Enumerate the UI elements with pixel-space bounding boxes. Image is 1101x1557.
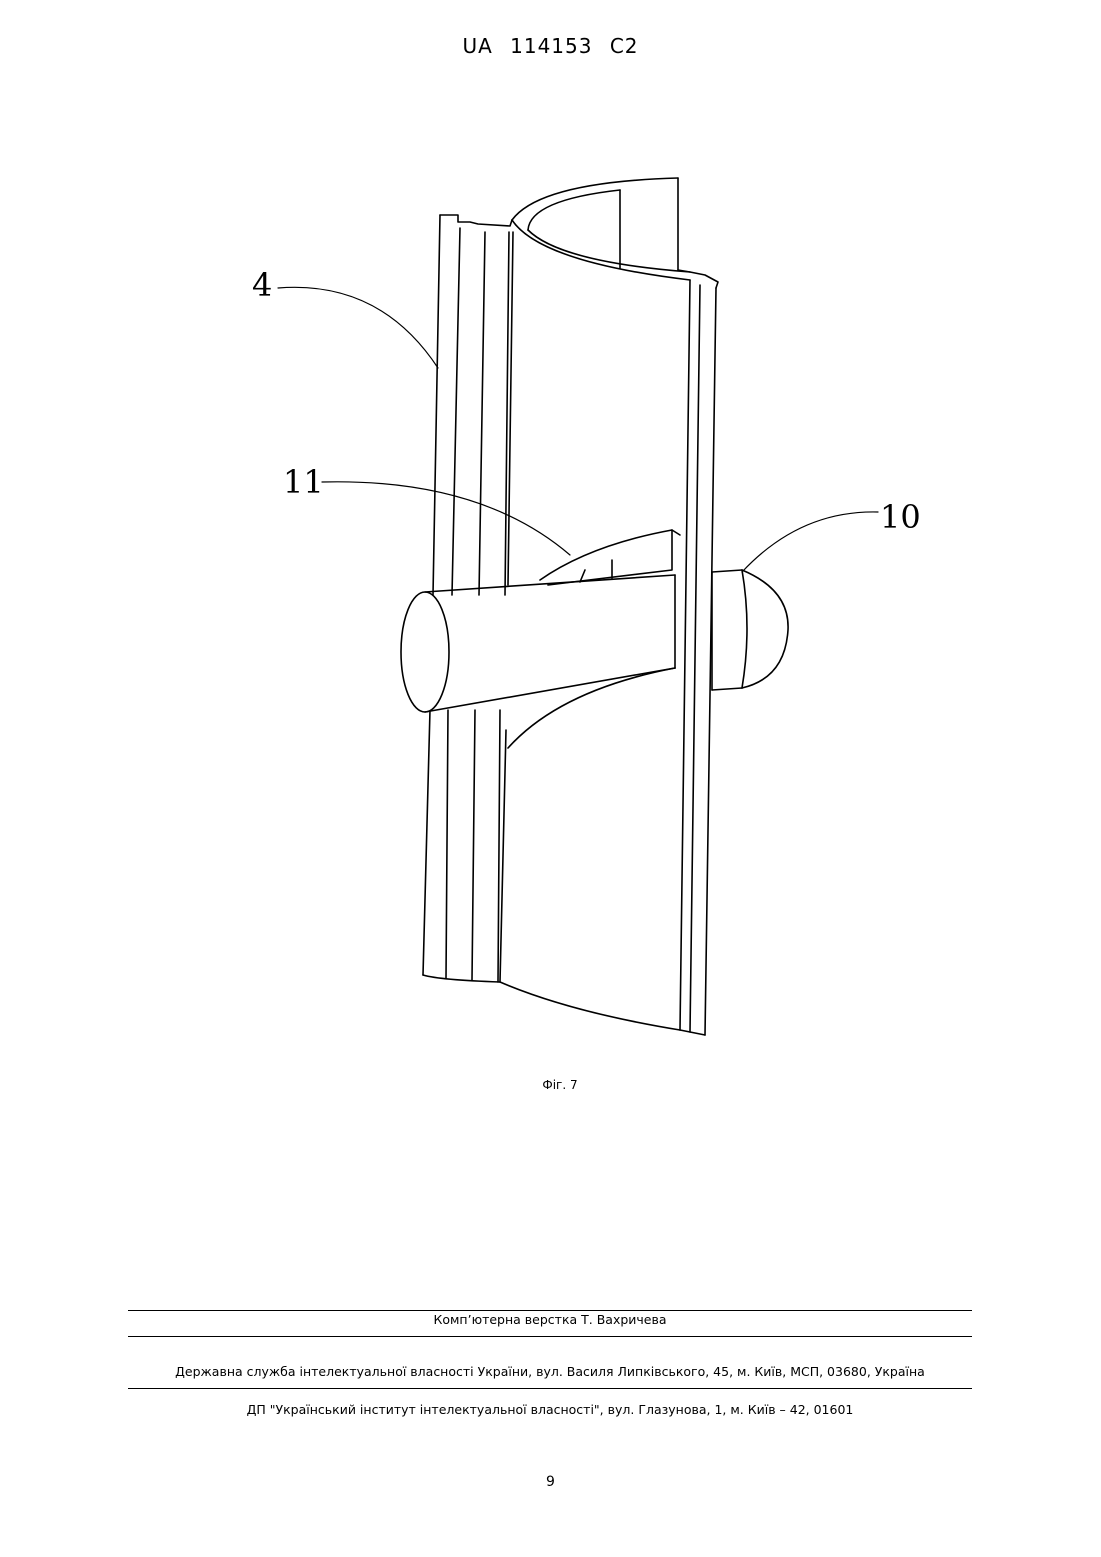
leader-line-11 xyxy=(322,482,570,555)
dome-cap xyxy=(712,570,788,690)
footer-rule-bottom xyxy=(128,1388,972,1389)
agency-address: Державна служба інтелектуальної власност… xyxy=(128,1364,972,1379)
tube-semicylinder-body xyxy=(500,178,690,1030)
leader-line-4 xyxy=(278,287,438,368)
leader-line-10 xyxy=(742,512,878,572)
institute-address: ДП "Український інститут інтелектуальної… xyxy=(128,1402,972,1417)
label-part-10: 10 xyxy=(880,498,921,536)
footer-rule-middle xyxy=(128,1336,972,1337)
fin-plate xyxy=(508,530,680,748)
figure-caption: Фіг. 7 xyxy=(500,1078,620,1092)
label-part-11: 11 xyxy=(283,463,324,501)
page-number: 9 xyxy=(0,1474,1101,1490)
footer-rule-top xyxy=(128,1310,972,1311)
layout-credit: Комп’ютерна верстка Т. Вахричева xyxy=(128,1312,972,1327)
cylinder-rod xyxy=(401,575,675,712)
label-part-4: 4 xyxy=(252,266,272,304)
patent-drawing-fig7: 4 11 10 xyxy=(0,0,1101,1080)
